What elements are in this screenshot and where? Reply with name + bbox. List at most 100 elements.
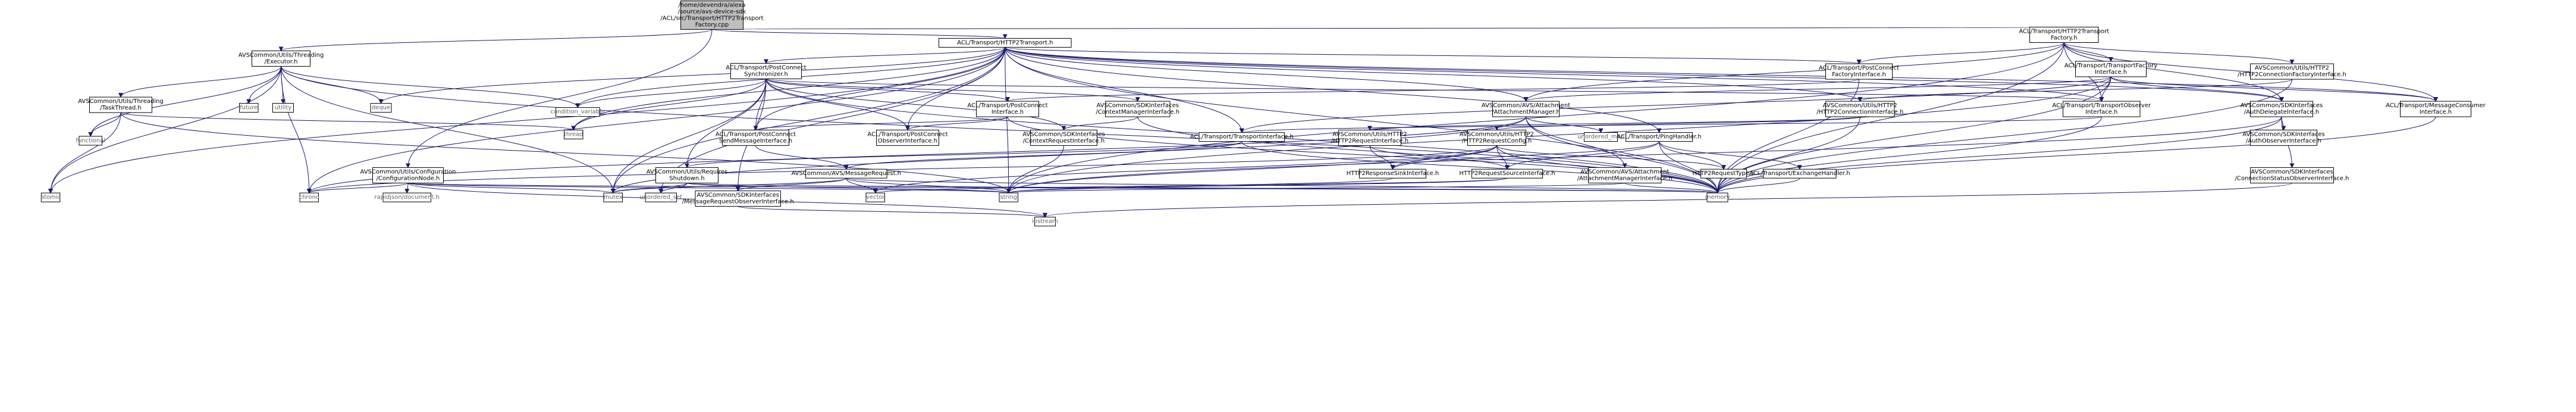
node-attachment_manager[interactable]: AVSCommon/AVS/Attachment/AttachmentManag… [1482, 101, 1570, 117]
edge-postconnect_synchronizer-to-postconnect_observer_iface [765, 79, 910, 131]
node-root[interactable]: /home/devendra/alexa/source/avs-device-s… [660, 0, 764, 30]
edge-http2_connection_iface-to-memory [1715, 117, 1860, 194]
node-vector: vector [865, 192, 885, 202]
node-box [2075, 61, 2147, 77]
node-label: /source/avs-device-sdk [678, 8, 746, 15]
node-label: AVSCommon/Utils/Requires [647, 168, 728, 175]
node-label: /HTTP2ConnectionInterface.h [1816, 109, 1903, 116]
node-box [1626, 132, 1693, 142]
edge-http2transport_h-to-http2_connection_iface [1005, 47, 1863, 102]
node-label: AVSCommon/SDKInterfaces [2251, 168, 2333, 175]
edge-http2transport_h-to-attachment_manager [1005, 47, 1529, 102]
edge-taskthread-to-string [120, 113, 1011, 194]
node-http2_response_sink_iface[interactable]: HTTP2ResponseSinkInterface.h [1347, 168, 1439, 179]
node-postconnect_observer_iface[interactable]: ACL/Transport/PostConnectObserverInterfa… [867, 129, 948, 146]
node-box [1105, 101, 1171, 117]
node-label: Synchronizer.h [744, 71, 788, 77]
edge-http2transport_h-to-mutex [610, 47, 1006, 194]
node-threading_executor[interactable]: AVSCommon/Utils/Threading/Executor.h [239, 50, 324, 67]
edge-threading_executor-to-chrono [281, 66, 312, 194]
edge-http2_request_iface-to-http2_request_source_iface [1369, 145, 1510, 170]
node-transport_iface[interactable]: ACL/Transport/TransportInterface.h [1190, 132, 1294, 142]
node-http2transport_h[interactable]: ACL/Transport/HTTP2Transport.h [939, 38, 1072, 48]
node-http2_request_type[interactable]: HTTP2RequestType.h [1692, 168, 1755, 179]
node-label: HTTP2ResponseSinkInterface.h [1347, 170, 1439, 177]
node-http2_connection_factory_iface[interactable]: AVSCommon/Utils/HTTP2/HTTP2ConnectionFac… [2238, 63, 2346, 80]
edge-attachment_manager_iface-to-memory [1624, 182, 1720, 194]
edge-http2transport_h-to-postconnect_synchronizer [764, 46, 1006, 64]
node-label: /AuthObserverInterface.h [2246, 138, 2321, 144]
node-postconnect_send_message_iface[interactable]: ACL/Transport/PostConnectSendMessageInte… [716, 129, 796, 146]
node-transport_observer_iface[interactable]: ACL/Transport/TransportObserverInterface… [2052, 101, 2151, 117]
node-postconnect_factory_iface[interactable]: ACL/Transport/PostConnectFactoryInterfac… [1819, 63, 1899, 80]
edge-message_request_observer_iface-to-iostream [738, 206, 1047, 218]
edge-attachment_manager-to-mutex [610, 117, 1526, 194]
node-chrono: chrono [299, 192, 319, 202]
node-label: /MessageRequestObserverInterface.h [682, 199, 794, 205]
edge-transport_observer_iface-to-transport_iface [1240, 116, 2102, 133]
node-label: ACL/Transport/ExchangeHandler.h [1749, 170, 1850, 177]
node-auth_observer_iface[interactable]: AVSCommon/SDKInterfaces/AuthObserverInte… [2242, 129, 2325, 146]
node-ping_handler[interactable]: ACL/Transport/PingHandler.h [1617, 132, 1702, 142]
node-transport_factory_iface[interactable]: ACL/Transport/TransportFactoryInterface.… [2064, 61, 2157, 77]
node-http2_request_config[interactable]: AVSCommon/Utils/HTTP2/HTTP2RequestConfig… [1460, 129, 1534, 146]
node-auth_delegate_iface[interactable]: AVSCommon/SDKInterfaces/AuthDelegateInte… [2241, 101, 2323, 117]
edge-threading_executor-to-mutex [281, 66, 616, 194]
edge-configuration_node-to-rapidjson_document [404, 183, 410, 194]
node-label: AVSCommon/AVS/Attachment [1482, 102, 1570, 109]
node-unordered_map: unordered_map [1577, 132, 1624, 142]
edge-threading_executor-to-condition_variable [281, 66, 581, 108]
edge-http2_request_source_iface-to-string [1006, 177, 1508, 194]
node-http2_request_source_iface[interactable]: HTTP2RequestSourceInterface.h [1459, 168, 1555, 179]
node-attachment_manager_iface[interactable]: AVSCommon/AVS/Attachment/AttachmentManag… [1577, 167, 1673, 183]
edge-http2_request_config-to-http2_request_type [1496, 145, 1726, 170]
edge-transport_iface-to-requires_shutdown [685, 141, 1242, 168]
edge-postconnect_iface-to-postconnect_observer_iface [905, 116, 1008, 131]
edge-http2transportfactory_h-to-transport_factory_iface [2063, 42, 2113, 62]
edge-configuration_node-to-string [407, 182, 1011, 194]
node-context_manager_iface[interactable]: AVSCommon/SDKInterfaces/ContextManagerIn… [1096, 101, 1179, 117]
node-label: deque [372, 105, 390, 111]
node-configuration_node[interactable]: AVSCommon/Utils/Configuration/Configurat… [360, 167, 456, 183]
edge-http2transportfactory_h-to-attachment_manager [1523, 42, 2064, 102]
node-taskthread[interactable]: AVSCommon/Utils/Threading/TaskThread.h [78, 96, 164, 113]
node-memory: memory [1705, 192, 1730, 202]
node-label: AVSCommon/Utils/Threading [78, 98, 164, 105]
node-box [2250, 101, 2313, 117]
edge-http2_request_config-to-vector [873, 145, 1497, 194]
node-exchange_handler[interactable]: ACL/Transport/ExchangeHandler.h [1749, 168, 1850, 179]
node-label: Factory.h [2051, 35, 2078, 42]
node-connection_status_observer_iface[interactable]: AVSCommon/SDKInterfaces/ConnectionStatus… [2235, 167, 2349, 183]
node-label: future [240, 105, 258, 111]
node-http2_request_iface[interactable]: AVSCommon/Utils/HTTP2/HTTP2RequestInterf… [1331, 129, 1408, 146]
node-http2_connection_iface[interactable]: AVSCommon/Utils/HTTP2/HTTP2ConnectionInt… [1816, 101, 1903, 117]
node-label: iostream [1032, 219, 1058, 225]
edge-ping_handler-to-http2_response_sink_iface [1390, 141, 1659, 170]
node-box [2063, 101, 2141, 117]
node-iostream: iostream [1032, 217, 1058, 227]
node-message_request_observer_iface[interactable]: AVSCommon/SDKInterfaces/MessageRequestOb… [682, 191, 794, 207]
edge-message_request-to-mutex [610, 177, 847, 194]
node-context_request_iface[interactable]: AVSCommon/SDKInterfaces/ContextRequestIn… [1022, 129, 1105, 146]
edge-taskthread-to-thread [120, 112, 576, 131]
edge-message_request-to-message_request_observer_iface [735, 177, 847, 192]
node-label: Interface.h [2085, 109, 2117, 116]
edge-taskthread-to-atomic [48, 113, 121, 194]
edge-ping_handler-to-http2_request_type [1659, 141, 1726, 170]
edge-attachment_manager_iface-to-string [1006, 182, 1626, 194]
edge-postconnect_send_message_iface-to-message_request [755, 145, 849, 170]
node-label: rapidjson/document.h [375, 194, 440, 201]
node-message_request[interactable]: AVSCommon/AVS/MessageRequest.h [791, 168, 901, 179]
node-box [1359, 168, 1426, 179]
node-label: ACL/Transport/TransportObserver [2052, 102, 2151, 109]
node-label: ObserverInterface.h [878, 138, 937, 144]
node-label: ACL/Transport/PostConnect [716, 131, 796, 138]
edge-http2transportfactory_h-to-memory [1715, 42, 2064, 194]
edge-http2_connection_factory_iface-to-http2_connection_iface [1858, 79, 2292, 102]
node-box [239, 103, 259, 113]
